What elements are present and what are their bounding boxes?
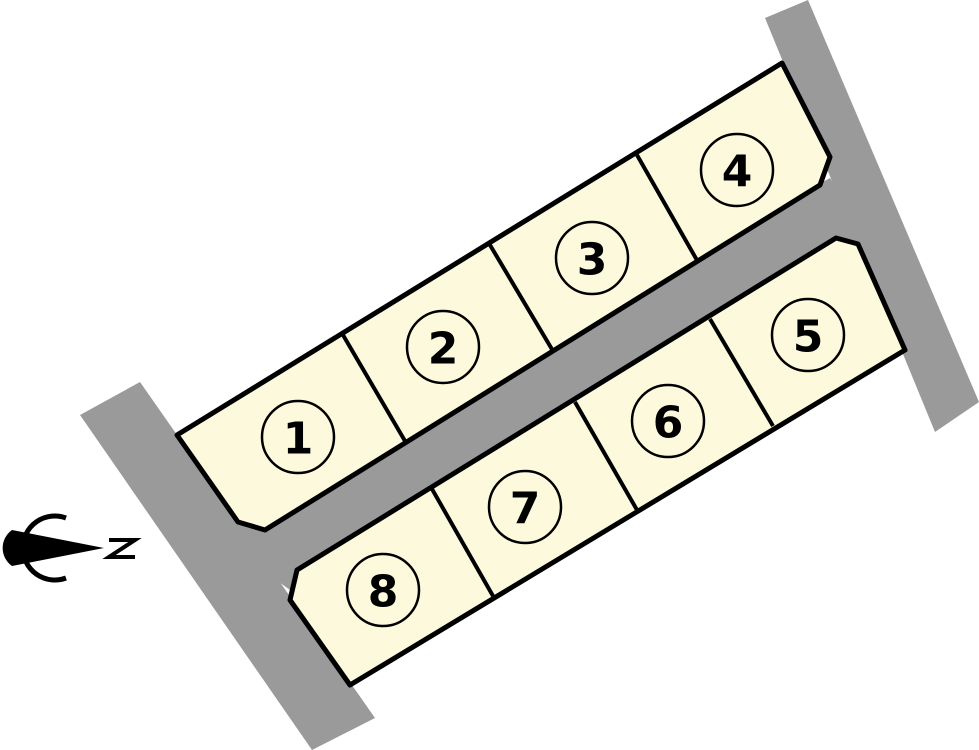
- block-south-outline: [287, 235, 908, 688]
- roads: [80, 0, 979, 750]
- lot-divider: [430, 488, 495, 597]
- lot-number: 6: [653, 398, 684, 449]
- block-north: [174, 60, 833, 533]
- lot-number: 7: [510, 484, 541, 535]
- lot-6[interactable]: 6: [630, 383, 706, 459]
- lot-divider: [341, 333, 407, 443]
- lot-divider: [488, 243, 555, 353]
- north-arrow-icon: N: [2, 513, 142, 583]
- lot-3[interactable]: 3: [554, 220, 630, 296]
- lot-number: 1: [283, 414, 314, 465]
- lot-divider: [708, 317, 775, 428]
- road-west: [80, 382, 375, 750]
- lot-4[interactable]: 4: [699, 132, 775, 208]
- lot-number: 3: [577, 235, 608, 286]
- lot-number: 8: [368, 567, 399, 618]
- lot-divider: [573, 401, 639, 511]
- lot-7[interactable]: 7: [487, 469, 563, 545]
- lot-5[interactable]: 5: [770, 297, 846, 373]
- lot-8[interactable]: 8: [345, 552, 421, 628]
- lot-number: 2: [428, 324, 459, 375]
- road-east: [765, 0, 979, 432]
- lot-1[interactable]: 1: [260, 399, 336, 475]
- lot-number: 4: [722, 147, 753, 198]
- road-middle: [200, 178, 880, 590]
- lot-number: 5: [793, 312, 824, 363]
- lot-divider: [635, 154, 700, 263]
- lot-2[interactable]: 2: [405, 309, 481, 385]
- block-north-outline: [174, 60, 833, 533]
- block-south: [287, 235, 908, 688]
